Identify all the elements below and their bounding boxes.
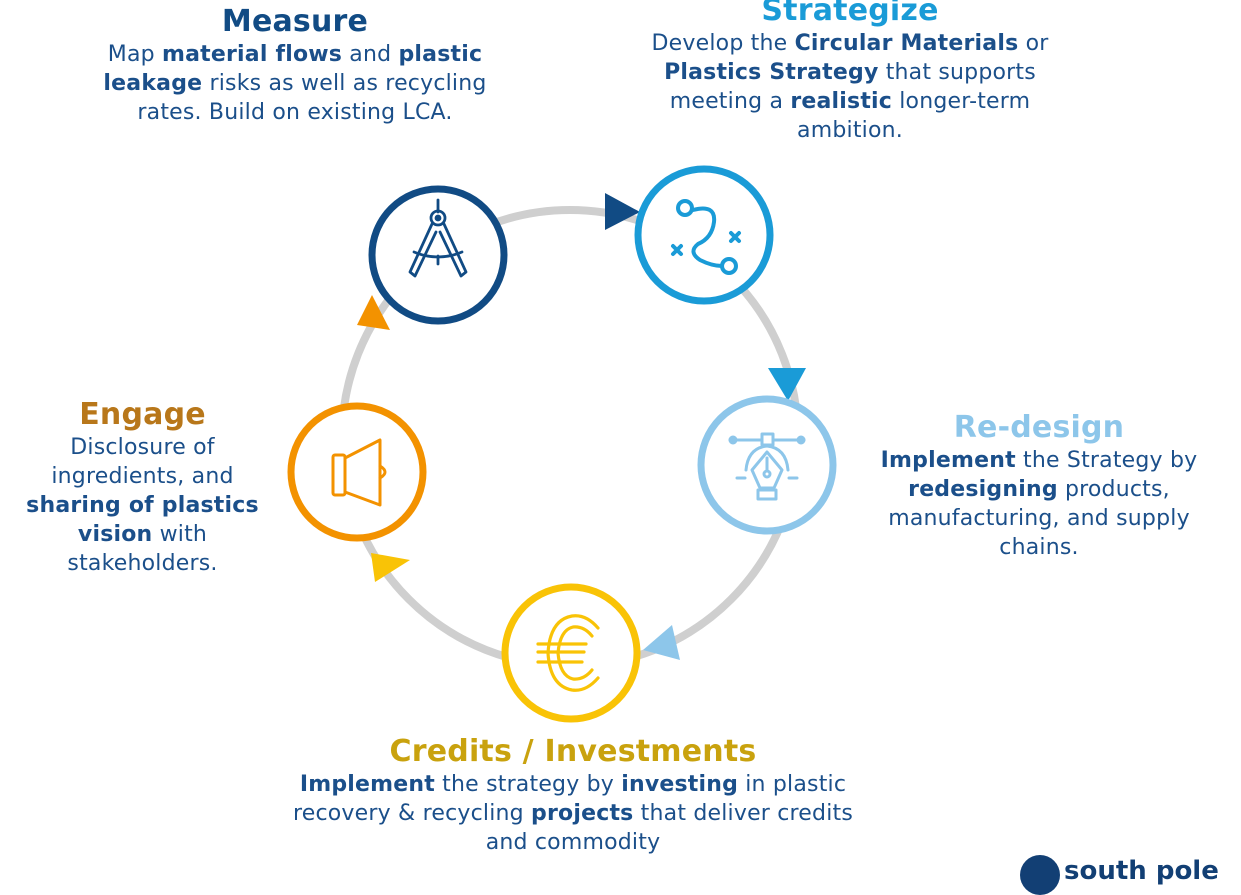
engage-node xyxy=(287,402,427,542)
redesign-text: Re-design Implement the Strategy by rede… xyxy=(848,410,1230,562)
strategize-title: Strategize xyxy=(761,0,939,28)
body-text: and xyxy=(342,42,399,67)
drafting-compass-icon xyxy=(408,198,468,278)
emphasis-text: plastic leakage xyxy=(103,42,483,96)
emphasis-text: Implement xyxy=(880,448,1016,473)
emphasis-text: material flows xyxy=(162,42,343,67)
body-text: the Strategy by xyxy=(1015,448,1198,473)
strategize-text: Strategize Develop the Circular Material… xyxy=(640,0,1060,145)
emphasis-text: Circular Materials xyxy=(794,31,1019,56)
measure-text: Measure Map material flows and plastic l… xyxy=(95,4,495,127)
body-text: risks as well as recycling rates. Build … xyxy=(137,71,487,125)
measure-title: Measure xyxy=(221,4,369,39)
strategize-description: Develop the Circular Materials or Plasti… xyxy=(640,29,1060,145)
logo-mark-icon xyxy=(1020,855,1060,895)
body-text: Develop the xyxy=(651,31,795,56)
arrow-engage-to-measure xyxy=(357,295,390,330)
engage-title: Engage xyxy=(79,397,206,432)
body-text: in plastic recovery & recycling xyxy=(292,772,847,826)
body-text: that deliver credits and commodity xyxy=(485,801,854,855)
engage-text: Engage Disclosure of ingredients, and sh… xyxy=(5,397,280,578)
measure-description: Map material flows and plastic leakage r… xyxy=(95,40,495,127)
body-text: Disclosure of ingredients, and xyxy=(51,435,234,489)
redesign-description: Implement the Strategy by redesigning pr… xyxy=(848,446,1230,562)
arrow-measure-to-strategize xyxy=(605,193,640,230)
emphasis-text: Implement xyxy=(299,772,435,797)
credits-title: Credits / Investments xyxy=(389,734,757,769)
logo-text: south pole xyxy=(1064,856,1219,886)
route-path-icon xyxy=(671,199,741,275)
megaphone-icon xyxy=(331,438,387,507)
arrow-redesign-to-credits xyxy=(643,625,680,660)
euro-icon xyxy=(536,614,600,692)
redesign-node xyxy=(697,395,837,535)
emphasis-text: investing xyxy=(621,772,739,797)
arrow-strategize-to-redesign xyxy=(768,368,806,401)
credits-description: Implement the strategy by investing in p… xyxy=(283,770,863,857)
cycle-diagram xyxy=(287,165,837,723)
emphasis-text: sharing of plastics vision xyxy=(26,493,259,547)
arrow-credits-to-engage xyxy=(371,553,410,582)
body-text: that supports meeting a xyxy=(669,60,1036,114)
credits-text: Credits / Investments Implement the stra… xyxy=(283,734,863,857)
emphasis-text: Plastics Strategy xyxy=(664,60,879,85)
engage-description: Disclosure of ingredients, and sharing o… xyxy=(5,433,280,578)
emphasis-text: projects xyxy=(531,801,634,826)
body-text: with stakeholders. xyxy=(67,522,218,576)
pen-tool-icon xyxy=(728,432,806,501)
redesign-title: Re-design xyxy=(953,410,1125,445)
measure-node xyxy=(368,185,508,325)
body-text: Map xyxy=(107,42,162,67)
south-pole-logo: south pole xyxy=(1020,855,1241,895)
emphasis-text: redesigning xyxy=(908,477,1058,502)
body-text: longer-term ambition. xyxy=(797,89,1031,143)
body-text: or xyxy=(1018,31,1049,56)
emphasis-text: realistic xyxy=(790,89,893,114)
body-text: the strategy by xyxy=(434,772,622,797)
body-text: products, manufacturing, and supply chai… xyxy=(888,477,1190,560)
strategize-node xyxy=(634,165,774,305)
credits-node xyxy=(501,583,641,723)
